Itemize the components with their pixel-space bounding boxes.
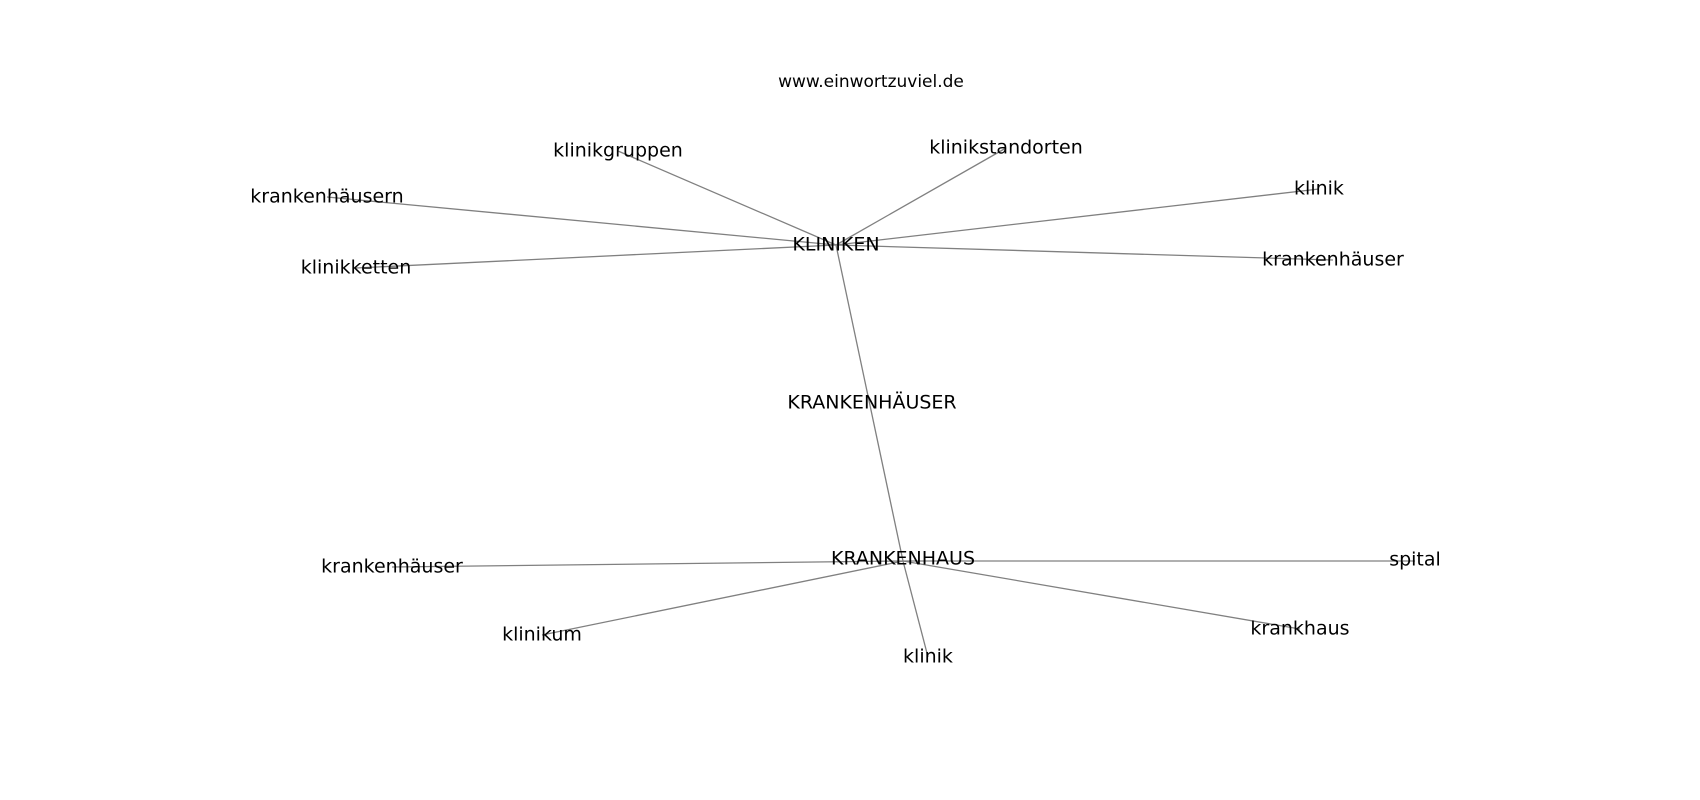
node-kliniken: KLINIKEN — [792, 234, 879, 256]
edge-kliniken-krankenhaeusern — [326, 196, 837, 246]
edge-kliniken-klinikgruppen — [617, 150, 837, 246]
node-krankenhaeusern: krankenhäusern — [250, 186, 403, 208]
node-klinikum: klinikum — [502, 624, 582, 646]
node-klinik_top: klinik — [1294, 178, 1344, 200]
edge-kliniken-klinikketten — [355, 244, 837, 269]
node-klinik_bottom: klinik — [903, 646, 953, 668]
node-krankenhaus: KRANKENHAUS — [831, 548, 975, 570]
edge-kliniken-krankenhaus — [835, 244, 904, 562]
edge-kliniken-klinik_top — [835, 188, 1320, 246]
edge-krankenhaus-klinikum — [541, 560, 904, 636]
node-klinikstandorten: klinikstandorten — [929, 137, 1083, 159]
node-layer: KLINIKEN KRANKENHÄUSER KRANKENHAUS klinikgr… — [250, 137, 1441, 668]
edge-kliniken-klinikstandorten — [835, 147, 1007, 246]
edge-layer — [326, 147, 1415, 658]
edge-krankenhaus-klinik_bottom — [902, 560, 929, 658]
edge-krankenhaus-krankhaus — [902, 560, 1301, 630]
edge-kliniken-krankenhaeuser_top — [835, 244, 1334, 261]
node-spital: spital — [1389, 549, 1441, 571]
node-klinikketten: klinikketten — [301, 257, 412, 279]
node-krankenhaeuser_center: KRANKENHÄUSER — [787, 391, 956, 414]
node-krankenhaeuser_bottom: krankenhäuser — [321, 556, 463, 578]
website-label: www.einwortzuviel.de — [778, 72, 964, 92]
node-krankhaus: krankhaus — [1250, 618, 1349, 640]
node-klinikgruppen: klinikgruppen — [553, 140, 683, 162]
node-krankenhaeuser_top: krankenhäuser — [1262, 249, 1404, 271]
edge-krankenhaus-krankenhaeuser_bottom — [391, 560, 904, 568]
